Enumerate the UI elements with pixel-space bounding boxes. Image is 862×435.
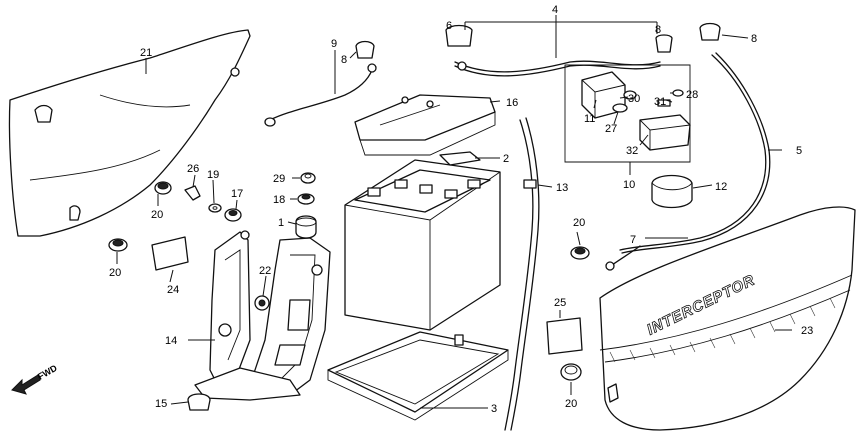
relay-cover-32 (639, 114, 691, 151)
washer-19 (208, 203, 222, 213)
nut-29 (300, 172, 316, 184)
callout-14: 14 (165, 335, 177, 347)
callout-21: 21 (140, 47, 152, 59)
cable-5 (619, 52, 771, 254)
callout-4: 4 (552, 4, 558, 16)
battery-holder-16 (354, 94, 496, 156)
grommet-15 (187, 393, 211, 411)
breather-tube-13 (504, 117, 540, 431)
ground-cable-7 (605, 245, 641, 271)
callout-16: 16 (506, 97, 518, 109)
bolt-22 (254, 295, 270, 311)
grommet-20-bottom (560, 363, 582, 381)
callout-26: 26 (187, 163, 199, 175)
callout-10: 10 (623, 179, 635, 191)
callout-17: 17 (231, 188, 243, 200)
fuse-holder-27 (612, 103, 628, 113)
positive-cable-4 (454, 60, 661, 77)
callout-29: 29 (273, 173, 285, 185)
negative-cable-9 (264, 63, 377, 127)
callout-8-b: 8 (655, 24, 661, 36)
callout-6: 6 (446, 20, 452, 32)
left-side-cover (8, 29, 251, 237)
callout-24: 24 (167, 284, 179, 296)
terminal-cover-8c (699, 22, 721, 41)
leader-lines (116, 15, 792, 409)
forward-arrow-icon: FWD (11, 363, 59, 395)
battery-tray-3 (327, 331, 509, 421)
callout-7: 7 (630, 234, 636, 246)
label-25 (546, 317, 583, 355)
callout-32: 32 (626, 145, 638, 157)
callout-11: 11 (584, 113, 595, 125)
callout-30: 30 (628, 93, 640, 105)
callout-8-c: 8 (751, 33, 757, 45)
callout-18: 18 (273, 194, 285, 206)
grommet-20-right (570, 246, 590, 260)
callout-23: 23 (801, 325, 813, 337)
callout-22: 22 (259, 265, 271, 277)
fwd-label: FWD (36, 363, 59, 382)
callout-28: 28 (686, 89, 698, 101)
rubber-bushing-26 (184, 185, 201, 201)
callout-25: 25 (554, 297, 566, 309)
cushion-1 (295, 215, 317, 239)
callout-31: 31 (654, 96, 666, 108)
callout-15: 15 (155, 398, 167, 410)
rubber-cover-12 (651, 174, 693, 209)
callout-12: 12 (715, 181, 727, 193)
callout-20-b: 20 (109, 267, 121, 279)
callout-20-a: 20 (151, 209, 163, 221)
battery-bracket-14 (194, 230, 331, 401)
cap-18 (297, 193, 315, 205)
callout-9: 9 (331, 38, 337, 50)
caution-label-24 (151, 236, 189, 271)
callout-20-c: 20 (573, 217, 585, 229)
right-side-cover-23: INTERCEPTOR (599, 206, 856, 431)
grommet-20-upper (154, 181, 172, 195)
grommet-20-lower (108, 238, 128, 252)
callout-19: 19 (207, 169, 219, 181)
collar-17 (224, 208, 242, 222)
callout-20-d: 20 (565, 398, 577, 410)
callout-27: 27 (605, 123, 617, 135)
callout-1: 1 (278, 217, 284, 229)
callout-5: 5 (796, 145, 802, 157)
callout-8-a: 8 (341, 54, 347, 66)
starter-relay-box-10 (564, 64, 691, 163)
callout-3: 3 (491, 403, 497, 415)
callout-labels: 21 20 20 26 19 17 24 14 15 22 29 18 1 9 … (109, 4, 813, 415)
callout-2: 2 (503, 153, 509, 165)
callout-13: 13 (556, 182, 568, 194)
fuse-28 (672, 89, 684, 97)
terminal-cover-8b (655, 34, 673, 53)
battery-2 (344, 151, 501, 331)
terminal-cover-8a (355, 40, 375, 59)
